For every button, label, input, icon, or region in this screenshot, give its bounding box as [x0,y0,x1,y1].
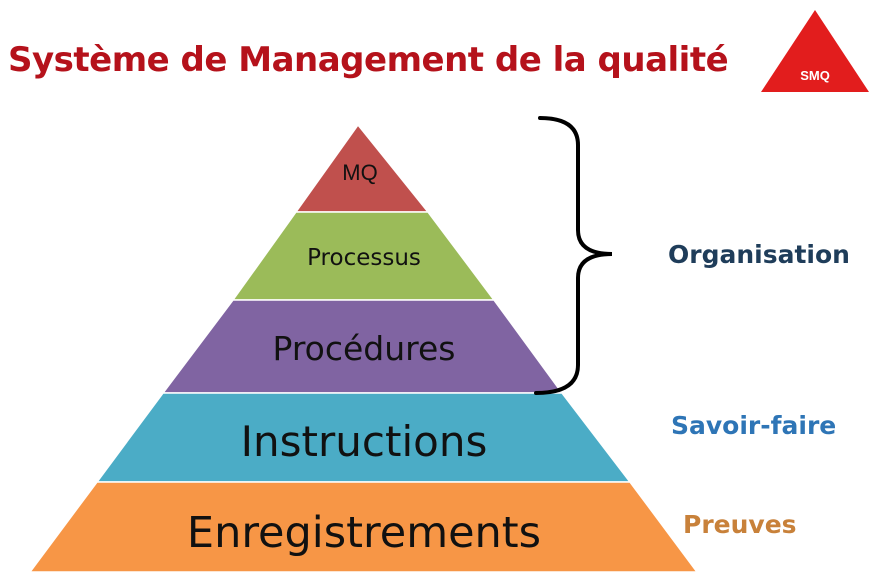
smq-badge-label: SMQ [800,68,830,83]
tier-procedures-label: Procédures [273,329,456,368]
page-title: Système de Management de la qualité [8,40,729,80]
tier-enregistrements-label: Enregistrements [187,508,541,558]
tier-processus-label: Processus [307,245,421,271]
smq-badge: SMQ [761,10,869,92]
pyramid: MQ Processus Procédures Instructions Enr… [28,123,699,573]
savoir-faire-label: Savoir-faire [671,411,837,440]
preuves-label: Preuves [683,510,797,539]
tier-enregistrements [28,481,699,573]
organisation-brace [534,116,613,395]
tier-mq-label: MQ [342,160,377,185]
organisation-label: Organisation [668,240,850,269]
smq-badge-triangle [761,10,869,92]
tier-instructions-label: Instructions [241,417,488,466]
